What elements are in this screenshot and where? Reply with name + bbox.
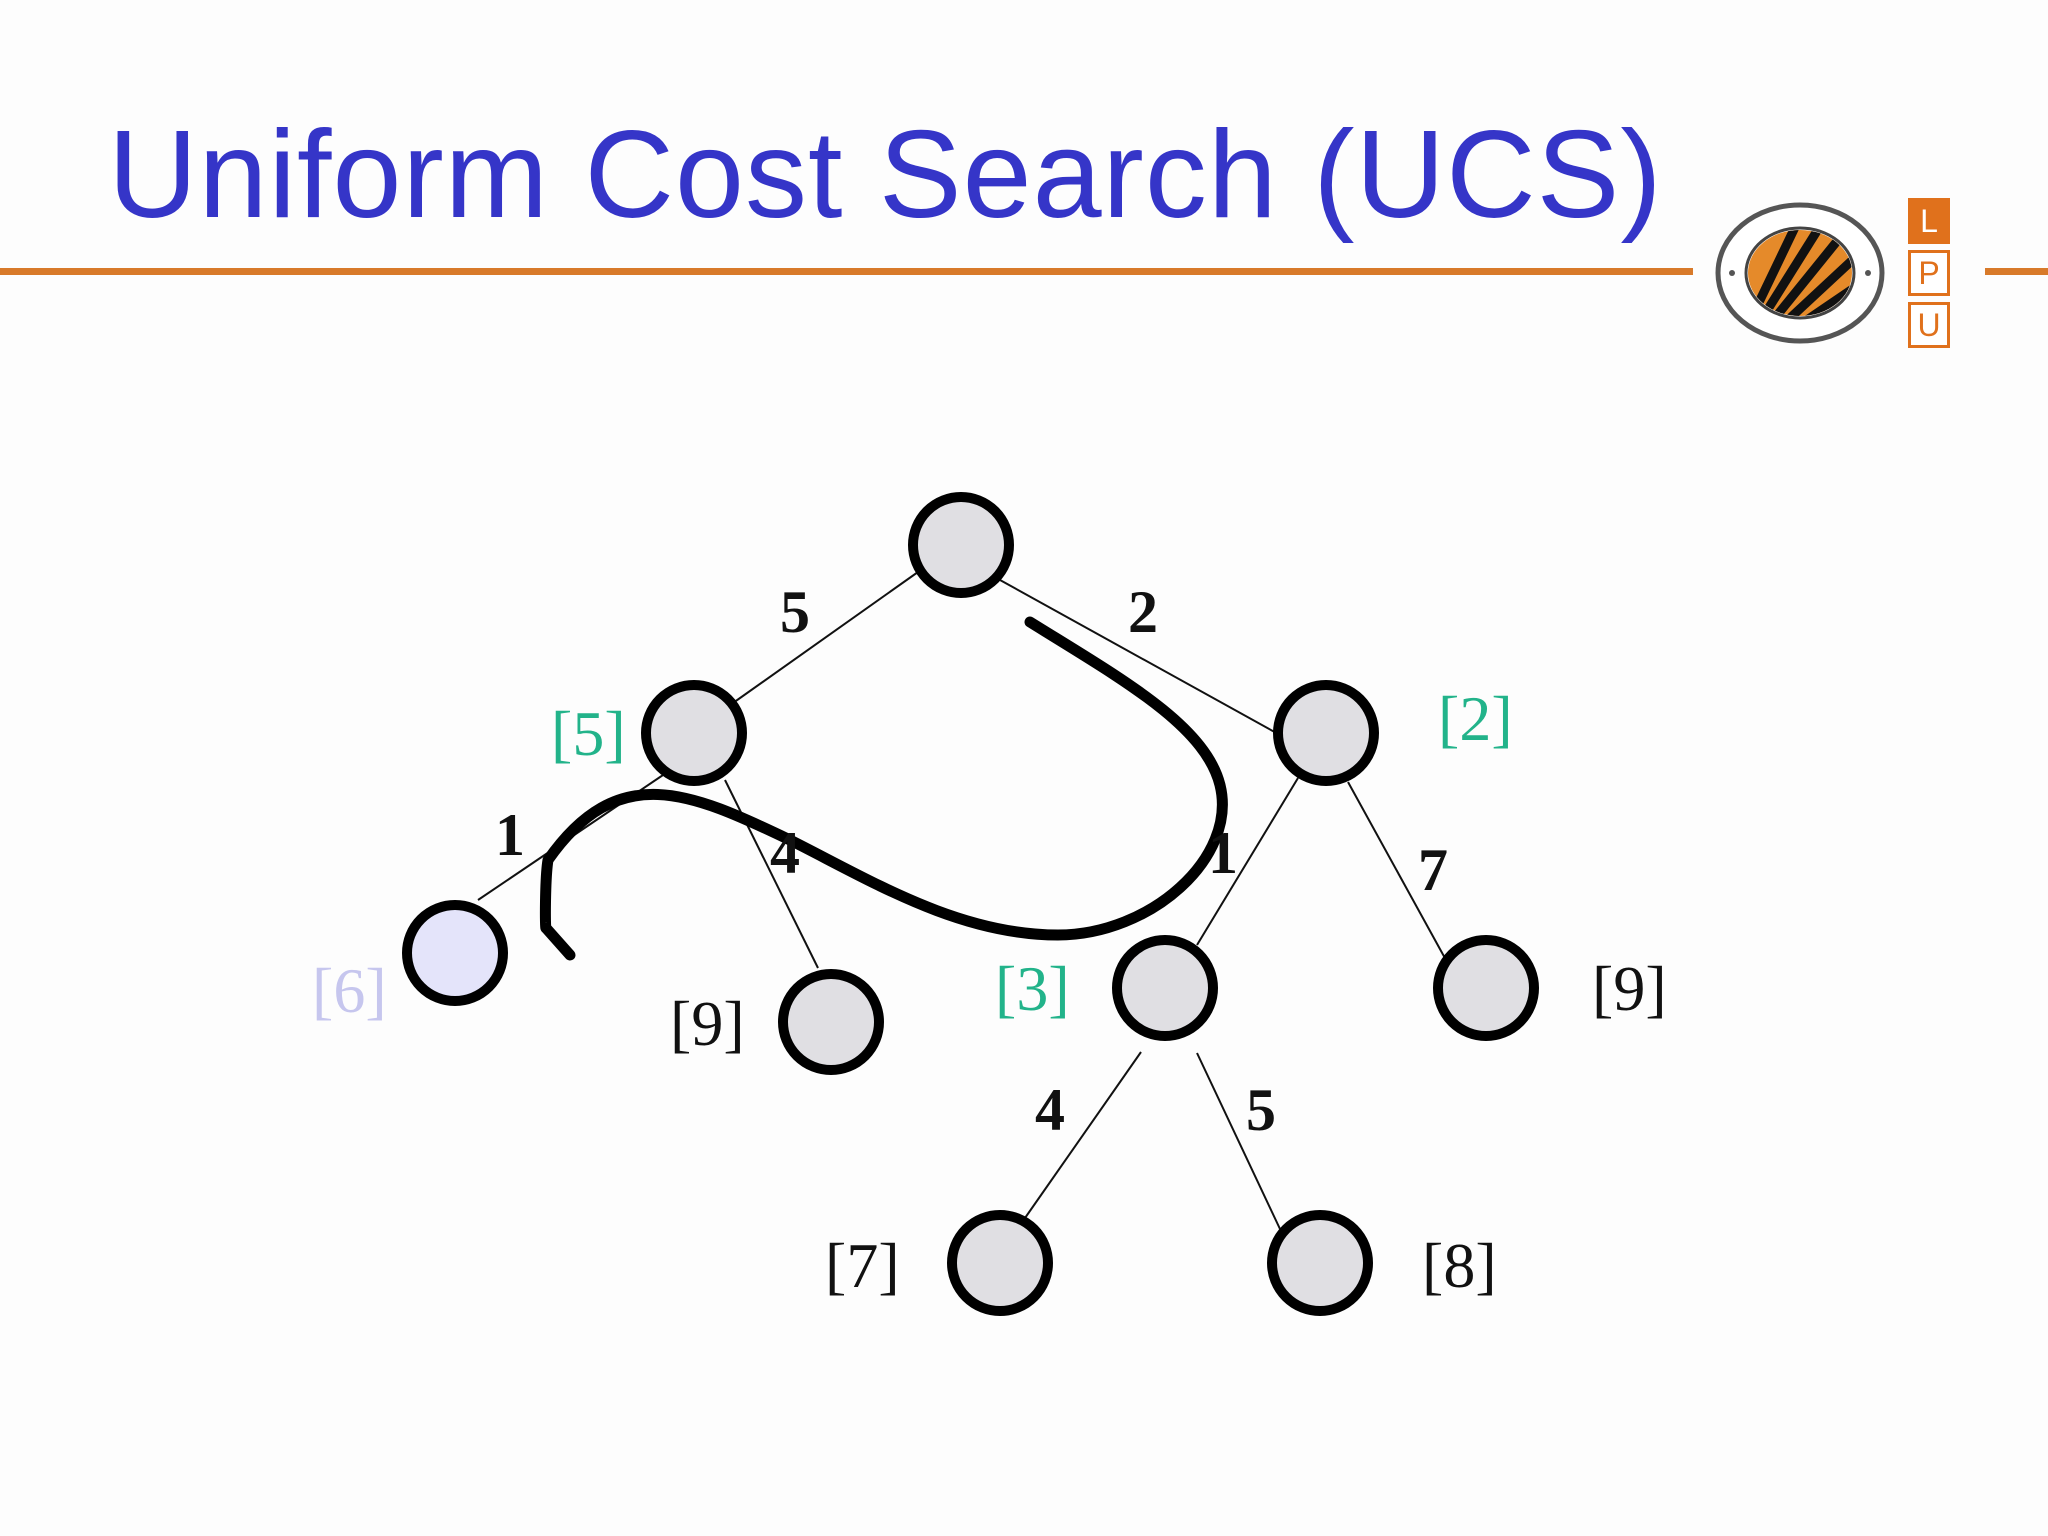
lpu-logo-letters: L P U	[1908, 198, 1950, 354]
path-cost-left: [5]	[551, 698, 626, 769]
tree-node-root	[908, 492, 1014, 598]
tree-node-rlr	[1267, 1210, 1373, 1316]
path-cost-lr: [9]	[670, 988, 745, 1059]
edge-rl-rll	[1024, 1051, 1142, 1219]
edge-right-rr	[1347, 781, 1447, 961]
edge-root-right	[999, 579, 1281, 736]
title-divider-right	[1985, 268, 2048, 275]
tree-node-ll	[402, 900, 508, 1006]
path-cost-rr: [9]	[1592, 953, 1667, 1024]
logo-letter-p: P	[1908, 250, 1950, 296]
edge-rl-rlr	[1196, 1052, 1281, 1230]
edge-weight-rl-rlr: 5	[1246, 1077, 1276, 1143]
logo-letter-u: U	[1908, 302, 1950, 348]
path-cost-rlr: [8]	[1422, 1230, 1497, 1301]
edge-weight-root-left: 5	[780, 579, 810, 645]
tree-node-lr	[778, 969, 884, 1075]
edge-weight-left-lr: 4	[770, 820, 800, 886]
tree-node-right	[1273, 680, 1379, 786]
path-cost-ll: [6]	[312, 955, 387, 1026]
edge-weight-rl-rll: 4	[1035, 1077, 1065, 1143]
edge-weight-right-rl: 1	[1208, 820, 1238, 886]
logo-letter-l: L	[1908, 198, 1950, 244]
tree-node-left	[641, 680, 747, 786]
tree-node-rl	[1112, 935, 1218, 1041]
title-divider	[0, 268, 1693, 275]
search-order-curve	[539, 616, 1228, 961]
edge-root-left	[732, 571, 919, 704]
tree-node-rll	[947, 1210, 1053, 1316]
path-cost-right: [2]	[1438, 683, 1513, 754]
edge-weight-root-right: 2	[1128, 579, 1158, 645]
tree-node-rr	[1433, 935, 1539, 1041]
university-seal-logo	[1715, 202, 1885, 344]
edge-weight-right-rr: 7	[1418, 837, 1448, 903]
edge-right-rl	[1196, 777, 1299, 946]
edge-weight-left-ll: 1	[495, 802, 525, 868]
path-cost-rl: [3]	[995, 953, 1070, 1024]
path-cost-rll: [7]	[825, 1230, 900, 1301]
slide-title: Uniform Cost Search (UCS)	[108, 106, 1663, 244]
